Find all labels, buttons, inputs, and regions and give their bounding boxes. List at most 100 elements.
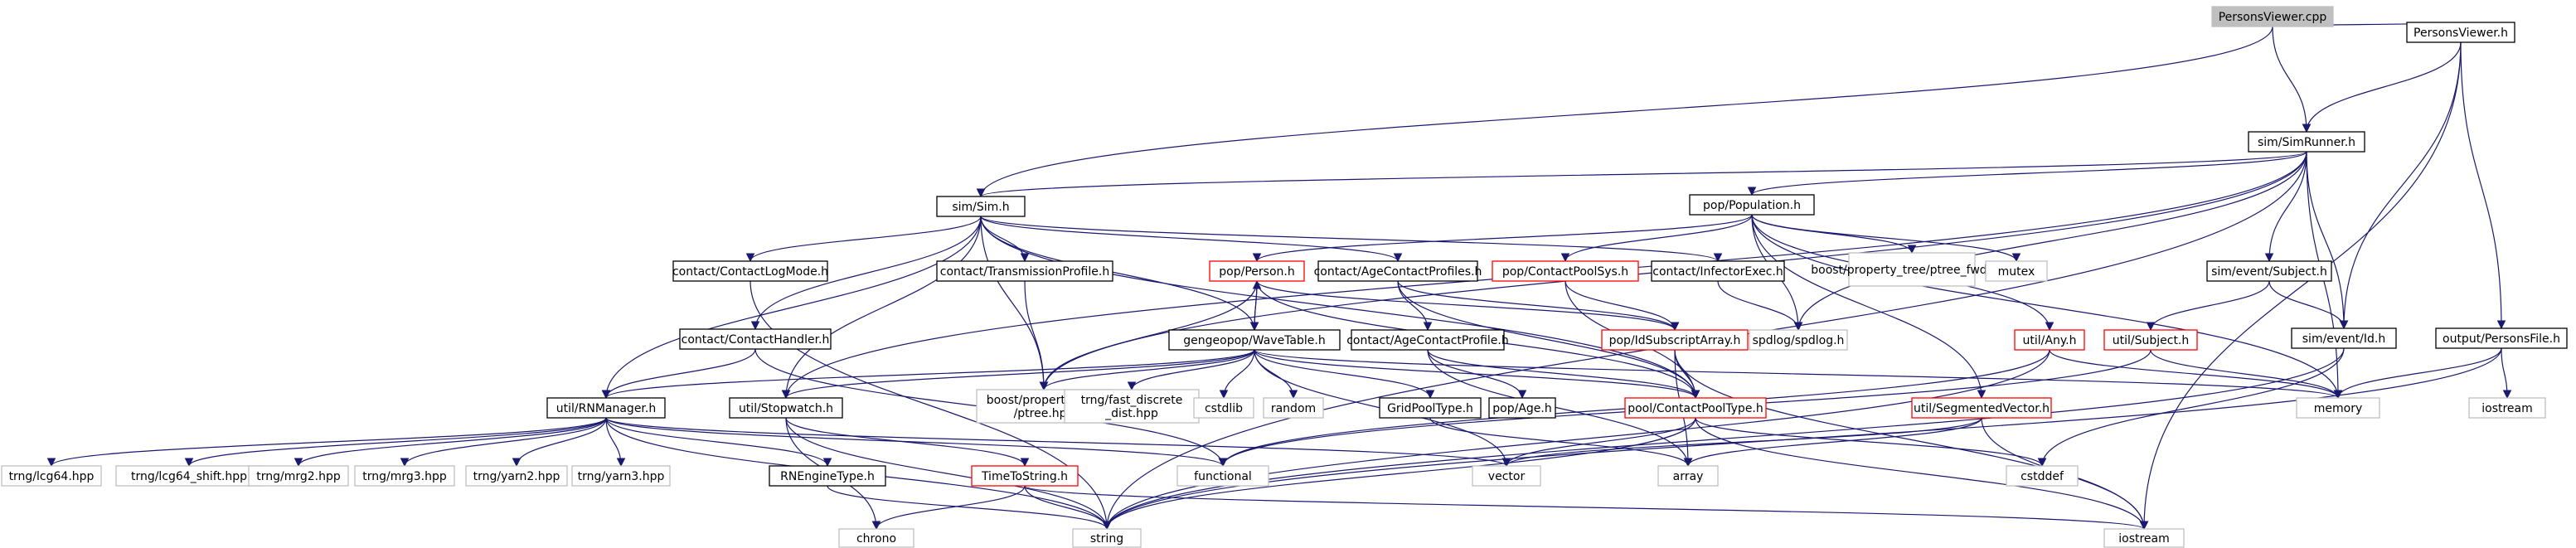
node-propertytree_fwd[interactable]: boost/property_tree/ptree_fwd.hpp (1811, 252, 2013, 287)
node-contactpoolsys[interactable]: pop/ContactPoolSys.h (1492, 260, 1639, 282)
node-geogridtable[interactable]: gengeopop/WaveTable.h (1168, 329, 1341, 351)
edge-geogridtable-to-memory (1254, 349, 2342, 400)
node-box-memory (2296, 397, 2380, 419)
node-label-pop_person: pop/Person.h (1219, 265, 1294, 279)
edge-sim-to-contactpooltype (980, 216, 1700, 400)
edge-rnmanager-to-rnenginetype (605, 417, 832, 468)
edge-agecontactprofile-to-contactpooltype (1427, 349, 1700, 400)
edge-event_id-to-string (1102, 347, 2345, 531)
node-stopwatch[interactable]: util/Stopwatch.h (729, 397, 843, 419)
node-box-mrg3 (354, 465, 455, 487)
edge-geogridtable-to-stopwatch (781, 349, 1255, 400)
node-label-rnmanager: util/RNManager.h (556, 402, 656, 415)
node-mrg2[interactable]: trng/mrg2.hpp (248, 465, 349, 487)
edge-pop_population-to-mutex (1751, 214, 2021, 263)
node-label-memory: memory (2314, 402, 2363, 415)
node-string[interactable]: string (1072, 528, 1142, 548)
node-label-string: string (1090, 532, 1123, 546)
edge-pop_person-to-idsubscriptarray (1256, 280, 1680, 332)
node-contacthandler[interactable]: contact/ContactHandler.h (679, 328, 832, 350)
node-array[interactable]: array (1657, 465, 1719, 487)
edge-pop_population-to-contactpoolsys (1560, 214, 1753, 263)
node-label-yarn3: trng/yarn3.hpp (578, 470, 665, 483)
node-mrg3[interactable]: trng/mrg3.hpp (354, 465, 455, 487)
edge-agecontactprofiles-to-agecontactprofile (1397, 280, 1433, 332)
node-lcg64[interactable]: trng/lcg64.hpp (1, 465, 102, 487)
node-yarn3[interactable]: trng/yarn3.hpp (571, 465, 671, 487)
node-pop_person[interactable]: pop/Person.h (1209, 260, 1305, 282)
edge-geogridtable-to-cstdlib (1219, 349, 1255, 400)
node-label-event_subject: sim/event/Subject.h (2211, 265, 2327, 279)
node-cstdlib[interactable]: cstdlib (1193, 397, 1254, 419)
node-box-root (2211, 6, 2334, 27)
node-segmentedvector[interactable]: util/SegmentedVector.h (1911, 397, 2052, 419)
node-label-iostream_h: iostream (2481, 402, 2533, 415)
node-box-util_any (2014, 329, 2085, 351)
node-label-pop_age: pop/Age.h (1492, 402, 1551, 415)
node-label-agecontactprofile: contact/AgeContactProfile.h (1346, 334, 1509, 347)
node-box-geogridtable (1168, 329, 1341, 351)
node-iostream[interactable]: iostream (2103, 528, 2185, 548)
edge-contactlogmode-to-string (750, 280, 1112, 531)
node-rnmanager[interactable]: util/RNManager.h (546, 397, 666, 419)
edge-sim-to-transmissionprofile (980, 216, 1030, 263)
node-simrunner[interactable]: sim/SimRunner.h (2248, 131, 2365, 153)
node-box-rnenginetype (769, 465, 886, 487)
node-box-contactpooltype_id (1379, 397, 1482, 419)
node-box-pop_person (1209, 260, 1305, 282)
node-iostream_h[interactable]: iostream (2468, 397, 2546, 419)
edge-simrunner-to-spdlog (1793, 151, 2307, 332)
node-box-contactpoolsys (1492, 260, 1639, 282)
node-mutex[interactable]: mutex (1985, 260, 2048, 282)
node-pop_age[interactable]: pop/Age.h (1488, 397, 1556, 419)
edge-contactpoolsys-to-idsubscriptarray (1565, 280, 1680, 332)
edge-output_personsfile-to-iostream_h (2501, 347, 2512, 400)
node-event_subject[interactable]: sim/event/Subject.h (2206, 260, 2332, 282)
node-rnenginetype[interactable]: RNEngineType.h (769, 465, 886, 487)
node-box-rnmanager (546, 397, 666, 419)
node-sim[interactable]: sim/Sim.h (936, 196, 1026, 217)
edge-simrunner-to-pop_population (1747, 151, 2307, 196)
node-spdlog[interactable]: spdlog/spdlog.h (1749, 329, 1848, 351)
node-output_personsfile[interactable]: output/PersonsFile.h (2435, 327, 2568, 349)
node-root[interactable]: PersonsViewer.cpp (2211, 6, 2334, 27)
edge-contactpooltype-to-vector (1501, 417, 1696, 468)
node-util_any[interactable]: util/Any.h (2014, 329, 2085, 351)
node-box-random (1263, 397, 1324, 419)
node-box-sim (936, 196, 1026, 217)
node-box-stopwatch (729, 397, 843, 419)
node-contactpooltype[interactable]: pool/ContactPoolType.h (1624, 397, 1767, 419)
node-box-event_subject (2206, 260, 2332, 282)
node-idsubscriptarray[interactable]: pop/IdSubscriptArray.h (1601, 329, 1749, 351)
node-event_id[interactable]: sim/event/Id.h (2291, 327, 2397, 349)
node-fast_discrete[interactable]: trng/fast_discrete_dist.hpp (1064, 389, 1200, 424)
edge-sim-to-rnmanager (601, 216, 982, 400)
node-vector[interactable]: vector (1472, 465, 1541, 487)
node-functional[interactable]: functional (1176, 465, 1269, 487)
node-contactpooltype_id[interactable]: GridPoolType.h (1379, 397, 1482, 419)
node-pviewer_h[interactable]: PersonsViewer.h (2406, 22, 2515, 43)
node-agecontactprofile[interactable]: contact/AgeContactProfile.h (1346, 329, 1509, 351)
edge-pop_population-to-propertytree_fwd (1751, 214, 1917, 255)
edge-simrunner-to-sim (977, 151, 2307, 198)
node-label-timetostring: TimeToString.h (981, 470, 1068, 483)
node-box-contactpooltype (1624, 397, 1767, 419)
node-random[interactable]: random (1263, 397, 1324, 419)
node-agecontactprofiles[interactable]: contact/AgeContactProfiles.h (1314, 260, 1482, 282)
edge-contactpooltype-to-iostream (1695, 417, 2149, 531)
node-timetostring[interactable]: TimeToString.h (971, 465, 1079, 487)
node-chrono[interactable]: chrono (838, 528, 914, 548)
node-label-iostream: iostream (2118, 532, 2170, 546)
node-label-root: PersonsViewer.cpp (2219, 11, 2327, 24)
edge-rnmanager-to-lcg64_shift (184, 417, 607, 468)
node-contactlogmode[interactable]: contact/ContactLogMode.h (672, 260, 828, 282)
node-yarn2[interactable]: trng/yarn2.hpp (465, 465, 568, 487)
node-infectorexec[interactable]: contact/InfectorExec.h (1651, 260, 1785, 282)
node-memory[interactable]: memory (2296, 397, 2380, 419)
node-box-infectorexec (1651, 260, 1785, 282)
node-util_subject[interactable]: util/Subject.h (2103, 329, 2198, 351)
node-pop_population[interactable]: pop/Population.h (1689, 194, 1815, 216)
node-lcg64_shift[interactable]: trng/lcg64_shift.hpp (115, 465, 263, 487)
node-transmissionprofile[interactable]: contact/TransmissionProfile.h (936, 260, 1113, 282)
node-cstddef[interactable]: cstddef (2006, 465, 2079, 487)
